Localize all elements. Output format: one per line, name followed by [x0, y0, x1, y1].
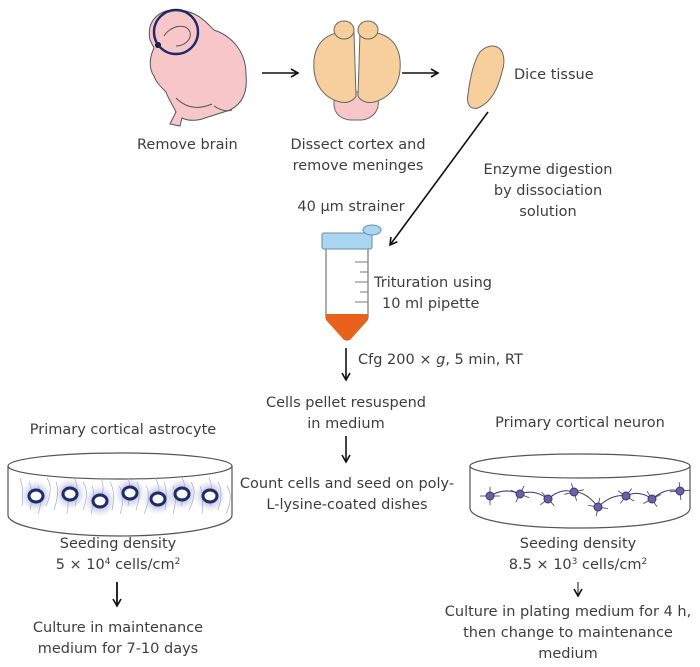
- mouse-ear: [163, 25, 191, 47]
- astro-nucleus: [201, 488, 219, 504]
- astro-nucleus: [173, 486, 191, 502]
- neuron-soma: [675, 486, 685, 496]
- strainer-tab: [362, 224, 382, 236]
- neuron-density: Seeding density 8.5 × 103 cells/cm2: [480, 534, 676, 576]
- strainer-label: 40 μm strainer: [297, 199, 405, 215]
- astro-nucleus: [91, 493, 109, 509]
- cfg-g: g: [436, 352, 446, 368]
- tube-illustration: [321, 224, 382, 341]
- arrow-tissue-to-tube: [389, 111, 489, 247]
- trituration-line-1: Trituration using: [374, 275, 492, 291]
- neuron-dish: [469, 453, 691, 529]
- tissue-piece: [467, 45, 505, 109]
- astro-nucleus: [27, 488, 45, 504]
- astrocyte-dish: [7, 452, 233, 537]
- neuron-soma: [515, 489, 525, 499]
- olfactory-bulb-left: [333, 20, 355, 40]
- neuron-density-exp: 3: [571, 557, 578, 567]
- pellet-line-2: in medium: [307, 416, 385, 432]
- astro-dish-rim: [7, 452, 233, 480]
- neuron-soma: [621, 491, 631, 501]
- left-hemisphere: [313, 31, 357, 103]
- step-centrifuge: Cfg 200 × g, 5 min, RT: [358, 350, 523, 371]
- cfg-prefix: Cfg 200 ×: [358, 352, 437, 368]
- step-pellet: Cells pellet resuspend in medium: [246, 393, 446, 435]
- neuron-cells: [480, 481, 691, 516]
- neuron-soma: [593, 502, 603, 512]
- neuron-culture-line-1: Culture in plating medium for 4 h,: [444, 604, 692, 620]
- head-circle: [152, 8, 200, 56]
- step-count-seed: Count cells and seed on poly- L-lysine-c…: [236, 474, 458, 516]
- astrocyte-title: Primary cortical astrocyte: [29, 422, 217, 438]
- mouse-illustration: [148, 8, 247, 127]
- tube-cap: [321, 232, 373, 250]
- astro-process: [225, 485, 231, 515]
- dissect-line-2: remove meninges: [292, 158, 424, 174]
- enzyme-line-1: Enzyme digestion: [483, 162, 613, 178]
- tube-graduations: [355, 261, 368, 303]
- astrocyte-cells: [19, 477, 231, 517]
- astro-density-num: 5 × 10: [55, 557, 105, 573]
- step-dice-tissue: Dice tissue: [514, 67, 594, 83]
- neuron-dish-wall: [469, 466, 691, 529]
- mouse-body: [148, 9, 247, 127]
- astro-nucleus: [121, 485, 139, 501]
- neuron-density-num: 8.5 × 10: [508, 557, 572, 573]
- step-remove-brain: Remove brain: [137, 137, 238, 153]
- dissect-line-1: Dissect cortex and: [290, 137, 426, 153]
- astro-density-unit: cells/cm: [110, 557, 175, 573]
- mouse-leg-2: [213, 105, 233, 112]
- neuron-culture-line-3: medium: [538, 646, 598, 662]
- astrocyte-culture: Culture in maintenance medium for 7-10 d…: [10, 618, 226, 660]
- neuron-culture-line-2: then change to maintenance: [463, 625, 673, 641]
- astrocyte-density: Seeding density 5 × 104 cells/cm2: [20, 534, 216, 576]
- neuron-density-unit: cells/cm: [577, 557, 642, 573]
- astro-culture-line-2: medium for 7-10 days: [37, 641, 199, 657]
- brain-illustration: [313, 20, 401, 121]
- neuron-soma: [569, 487, 579, 497]
- astro-nucleus: [61, 486, 79, 502]
- neuron-density-unit-exp: 2: [641, 557, 648, 567]
- neuron-density-label: Seeding density: [519, 536, 637, 552]
- pellet-line-1: Cells pellet resuspend: [265, 395, 427, 411]
- astro-culture-line-1: Culture in maintenance: [32, 620, 204, 636]
- count-line-1: Count cells and seed on poly-: [239, 476, 455, 492]
- astro-density-label: Seeding density: [59, 536, 177, 552]
- astro-density-value: 5 × 104 cells/cm2: [20, 555, 216, 576]
- step-dissect: Dissect cortex and remove meninges: [278, 135, 438, 177]
- neuron-density-value: 8.5 × 103 cells/cm2: [480, 555, 676, 576]
- olfactory-bulb-right: [357, 20, 379, 40]
- trituration-line-2: 10 ml pipette: [382, 296, 480, 312]
- enzyme-line-3: solution: [519, 204, 577, 220]
- astro-density-exp: 4: [104, 557, 111, 567]
- neuron-dish-rim: [469, 453, 691, 479]
- step-trituration: Trituration using 10 ml pipette: [374, 273, 492, 315]
- step-enzyme: Enzyme digestion by dissociation solutio…: [460, 160, 636, 223]
- neuron-title: Primary cortical neuron: [495, 415, 665, 431]
- neuron-soma: [485, 491, 495, 501]
- neuron-culture: Culture in plating medium for 4 h, then …: [436, 602, 700, 665]
- cfg-suffix: , 5 min, RT: [445, 352, 523, 368]
- astro-density-unit-exp: 2: [174, 557, 181, 567]
- count-line-2: L-lysine-coated dishes: [266, 497, 428, 513]
- mouse-leg: [175, 97, 213, 108]
- enzyme-line-2: by dissociation: [493, 183, 603, 199]
- neuron-soma: [543, 494, 553, 504]
- tube-pellet: [326, 314, 368, 340]
- neuron-soma: [647, 494, 657, 504]
- right-hemisphere: [357, 31, 401, 103]
- astro-nucleus: [149, 491, 167, 507]
